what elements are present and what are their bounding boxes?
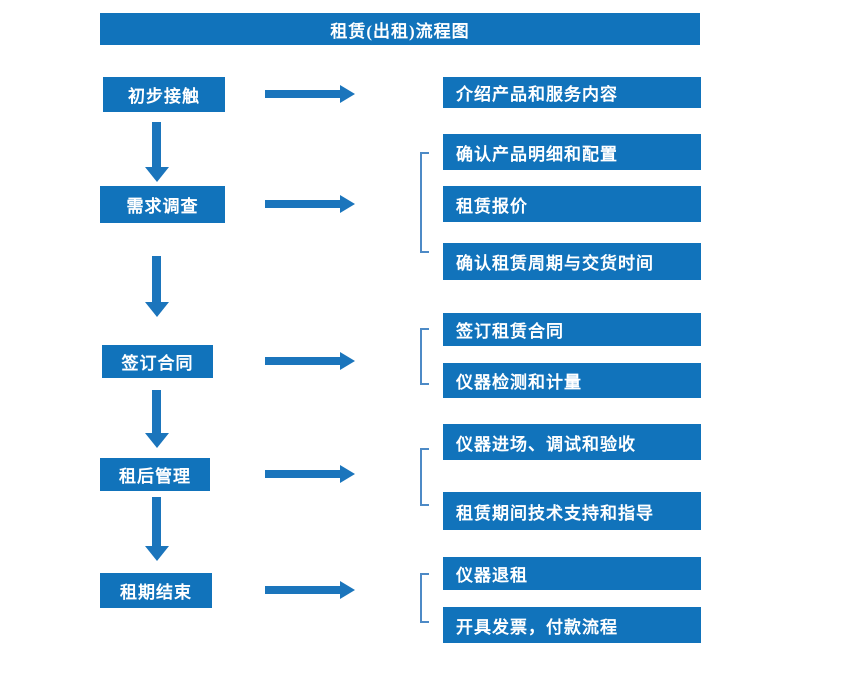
bracket-connector — [420, 448, 429, 506]
detail-box-invoice-payment: 开具发票，付款流程 — [443, 607, 701, 643]
detail-box-sign-rental-contract: 签订租赁合同 — [443, 313, 701, 346]
bracket-connector — [420, 328, 429, 385]
step-box-initial-contact: 初步接触 — [103, 77, 225, 112]
right-arrow-connector — [265, 465, 355, 483]
right-arrow-connector — [265, 581, 355, 599]
step-box-rental-end: 租期结束 — [100, 573, 212, 608]
down-arrow-connector — [145, 390, 169, 448]
detail-box-introduce-products: 介绍产品和服务内容 — [443, 77, 701, 108]
step-box-post-rental-management: 租后管理 — [100, 458, 210, 491]
step-box-demand-survey: 需求调查 — [100, 186, 225, 223]
right-arrow-connector — [265, 352, 355, 370]
right-arrow-connector — [265, 195, 355, 213]
diagram-title: 租赁(出租)流程图 — [100, 13, 700, 45]
bracket-connector — [420, 573, 429, 623]
down-arrow-connector — [145, 122, 169, 182]
detail-box-rental-quote: 租赁报价 — [443, 186, 701, 222]
detail-box-instrument-inspection: 仪器检测和计量 — [443, 363, 701, 398]
down-arrow-connector — [145, 256, 169, 317]
bracket-connector — [420, 152, 429, 253]
detail-box-instrument-return: 仪器退租 — [443, 557, 701, 590]
step-box-sign-contract: 签订合同 — [102, 345, 213, 378]
detail-box-confirm-period-delivery: 确认租赁周期与交货时间 — [443, 243, 701, 280]
detail-box-technical-support: 租赁期间技术支持和指导 — [443, 492, 701, 530]
detail-box-instrument-setup-acceptance: 仪器进场、调试和验收 — [443, 424, 701, 460]
right-arrow-connector — [265, 85, 355, 103]
detail-box-confirm-product-config: 确认产品明细和配置 — [443, 134, 701, 170]
down-arrow-connector — [145, 497, 169, 561]
